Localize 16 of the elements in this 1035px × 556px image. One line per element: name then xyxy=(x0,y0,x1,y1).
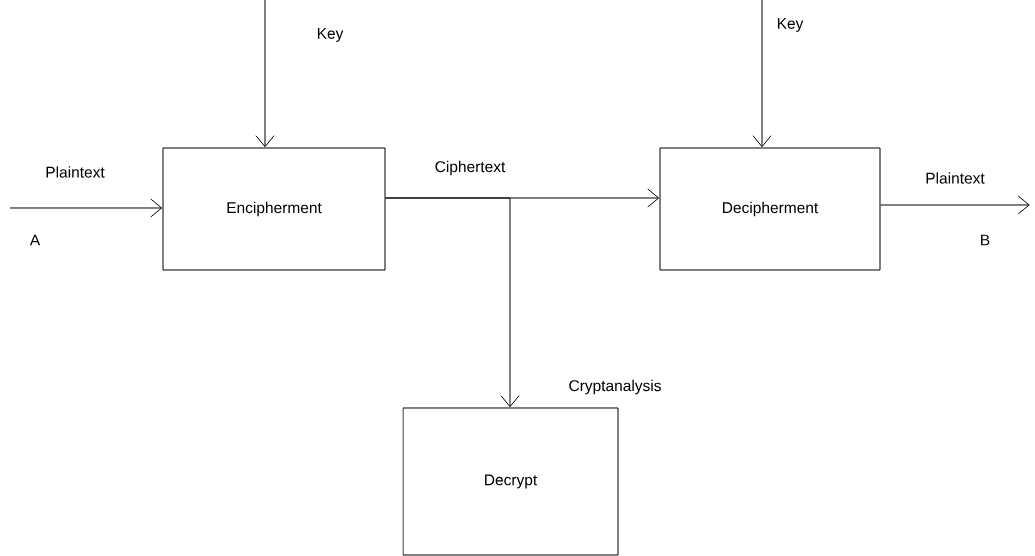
edge-label: Key xyxy=(777,18,804,32)
edge-label: Plaintext xyxy=(46,166,105,178)
arrow xyxy=(9,198,163,218)
arrow xyxy=(255,0,275,148)
endpoint-label: A xyxy=(29,234,41,246)
process-box: Decipherment xyxy=(659,147,881,271)
arrow xyxy=(752,0,772,148)
process-box: Encipherment xyxy=(162,147,386,271)
edge-label: Plaintext xyxy=(926,172,985,184)
edge-label: Ciphertext xyxy=(435,160,506,176)
endpoint-label: B xyxy=(981,234,990,246)
edge-label: Key xyxy=(317,28,344,42)
arrow xyxy=(385,197,520,408)
process-box: Decrypt xyxy=(402,407,619,556)
edge-label: Cryptanalysis xyxy=(569,379,661,395)
arrow xyxy=(880,195,1030,215)
